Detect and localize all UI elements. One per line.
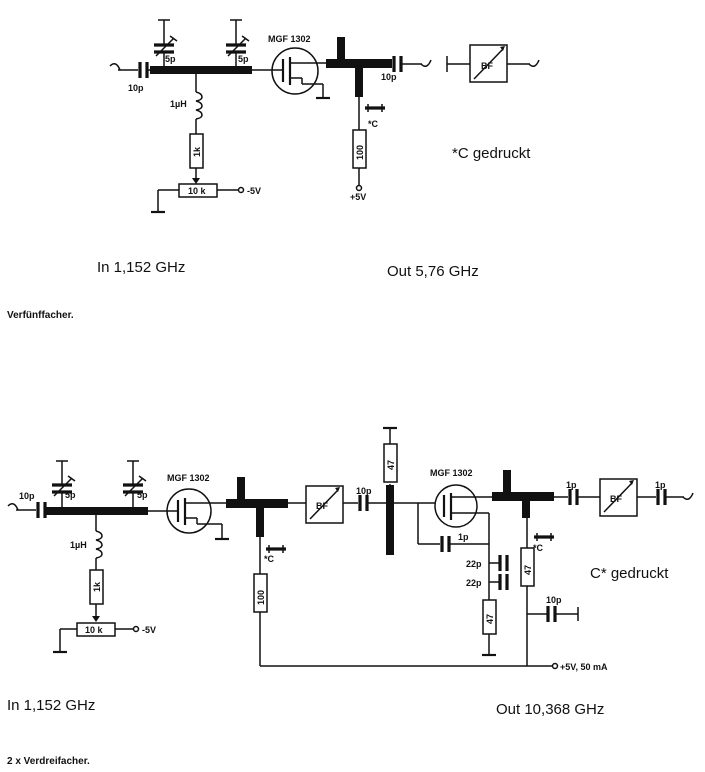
input-capacitor-label: 10p	[19, 491, 35, 501]
tripler-circuit: 10p 5p 5p 1µH 1k	[7, 426, 694, 767]
input-capacitor	[138, 62, 149, 78]
fet-transistor	[252, 47, 330, 100]
trimmer-capacitor-2	[226, 19, 250, 66]
printed-capacitor-label: *C	[368, 119, 379, 129]
circuit-caption: 2 x Verdreifacher.	[7, 756, 90, 767]
inductor	[195, 91, 203, 120]
printed-note: *C gedruckt	[452, 145, 531, 162]
input-frequency: In 1,152 GHz	[7, 697, 95, 714]
feedback-capacitor	[440, 536, 451, 552]
feedback-capacitor-label: 1p	[458, 532, 469, 542]
interstage-stripline	[226, 499, 288, 508]
input-capacitor	[36, 502, 47, 518]
trimmer-capacitor-1	[154, 19, 178, 66]
circuit-caption: Verfünffacher.	[7, 310, 74, 321]
inductor	[95, 530, 103, 559]
output-capacitor-2	[656, 489, 667, 505]
transistor-2-label: MGF 1302	[430, 468, 473, 478]
trimmer-capacitor-2	[123, 460, 147, 507]
band-filter-2-label: BF	[610, 494, 622, 504]
input-stripline	[150, 66, 252, 74]
input-capacitor-label: 10p	[128, 83, 144, 93]
printed-capacitor	[365, 104, 385, 112]
trimmer-2-label: 5p	[238, 54, 249, 64]
series-resistor-label: 1k	[92, 581, 102, 592]
trimmer-2-label: 5p	[137, 490, 148, 500]
output-capacitor-1	[568, 489, 579, 505]
transistor-1-label: MGF 1302	[167, 473, 210, 483]
band-filter-1	[288, 485, 358, 524]
printed-capacitor-1	[266, 545, 286, 553]
gate-resistor-label: 47	[386, 460, 396, 470]
printed-capacitor-2	[534, 533, 554, 541]
output-frequency: Out 10,368 GHz	[496, 701, 604, 718]
interstage-capacitor-label: 10p	[356, 486, 372, 496]
source-capacitor-2-label: 22p	[466, 578, 482, 588]
drain-resistor-2-label: 47	[523, 565, 533, 575]
output-capacitor-2-label: 1p	[655, 480, 666, 490]
transistor-label: MGF 1302	[268, 34, 311, 44]
bias-voltage-label: -5V	[142, 625, 156, 635]
band-filter-2	[577, 478, 656, 517]
decoupling-capacitor-label: 10p	[546, 595, 562, 605]
bias-potentiometer-label: 10 k	[188, 186, 207, 196]
fet-transistor-2	[434, 484, 492, 600]
output-stripline	[492, 492, 554, 501]
drain-resistor-1-label: 100	[256, 590, 266, 605]
output-stripline	[326, 59, 392, 68]
input-connector	[109, 63, 121, 71]
output-frequency: Out 5,76 GHz	[387, 263, 479, 280]
input-stripline	[45, 507, 148, 515]
output-capacitor-label: 10p	[381, 72, 397, 82]
trimmer-1-label: 5p	[65, 490, 76, 500]
band-filter-1-label: BF	[316, 501, 328, 511]
printed-note: C* gedruckt	[590, 565, 669, 582]
supply-label: +5V, 50 mA	[560, 662, 608, 672]
bias-voltage-label: -5V	[247, 186, 261, 196]
output-connector	[682, 492, 694, 500]
printed-capacitor-1-label: *C	[264, 554, 275, 564]
source-capacitor-1	[489, 555, 509, 571]
decoupling-capacitor	[546, 606, 557, 622]
output-capacitor	[392, 56, 403, 72]
source-capacitor-2	[489, 574, 509, 590]
input-frequency: In 1,152 GHz	[97, 259, 185, 276]
output-capacitor-1-label: 1p	[566, 480, 577, 490]
series-resistor-label: 1k	[192, 146, 202, 157]
drain-resistor-label: 100	[355, 145, 365, 160]
band-filter	[446, 44, 540, 83]
printed-capacitor-2-label: *C	[533, 543, 544, 553]
output-connector	[420, 59, 432, 67]
quintupler-circuit: 10p 5p 5p 1µH 1k	[7, 19, 540, 321]
interstage-capacitor	[358, 495, 369, 511]
trimmer-capacitor-1	[52, 460, 76, 507]
source-resistor-label: 47	[485, 614, 495, 624]
trimmer-1-label: 5p	[165, 54, 176, 64]
source-capacitor-1-label: 22p	[466, 559, 482, 569]
fet-transistor-1	[148, 488, 229, 541]
inductor-label: 1µH	[70, 540, 87, 550]
band-filter-label: BF	[481, 61, 493, 71]
input-connector	[7, 503, 19, 511]
bias-potentiometer-label: 10 k	[85, 625, 104, 635]
supply-label: +5V	[350, 192, 366, 202]
inductor-label: 1µH	[170, 99, 187, 109]
